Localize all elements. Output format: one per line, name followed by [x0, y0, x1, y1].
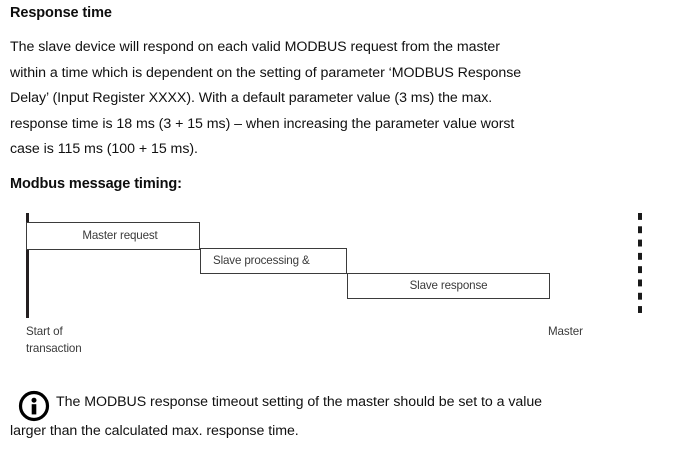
axis-caption-line: Start of	[26, 325, 63, 338]
transaction-axis-line	[26, 213, 29, 318]
note-line: larger than the calculated max. response…	[10, 423, 299, 439]
diagram-title: Modbus message timing:	[10, 176, 182, 192]
page-title: Response time	[10, 5, 112, 21]
paragraph-line: case is 115 ms (100 + 15 ms).	[10, 141, 198, 157]
axis-caption-line: Master	[548, 325, 583, 338]
paragraph-line: Delay’ (Input Register XXXX). With a def…	[10, 90, 493, 106]
paragraph-line: The slave device will respond on each va…	[10, 39, 500, 55]
paragraph-line: response time is 18 ms (3 + 15 ms) – whe…	[10, 115, 515, 132]
timing-box-label: Master request	[82, 229, 158, 243]
note-text: The MODBUS response timeout setting of t…	[10, 388, 675, 446]
note-line: The MODBUS response timeout setting of t…	[56, 394, 543, 410]
axis-caption-start: Start of transaction	[26, 323, 82, 357]
axis-caption-master: Master	[548, 323, 583, 340]
timing-box-master-request: Master request	[26, 222, 200, 250]
intro-paragraph: The slave device will respond on each va…	[10, 35, 670, 163]
info-icon	[18, 390, 50, 422]
paragraph-line: within a time which is dependent on the …	[10, 64, 522, 81]
timing-box-label: Slave processing &	[213, 254, 310, 268]
master-timeline-dashed-line	[638, 213, 642, 319]
timing-box-slave-response: Slave response	[347, 273, 550, 299]
timing-box-slave-processing: Slave processing &	[200, 248, 347, 274]
timing-diagram: Master request Slave processing & Slave …	[0, 205, 681, 365]
note-block: The MODBUS response timeout setting of t…	[10, 388, 675, 446]
axis-caption-line: transaction	[26, 342, 82, 355]
timing-box-label: Slave response	[409, 279, 488, 293]
